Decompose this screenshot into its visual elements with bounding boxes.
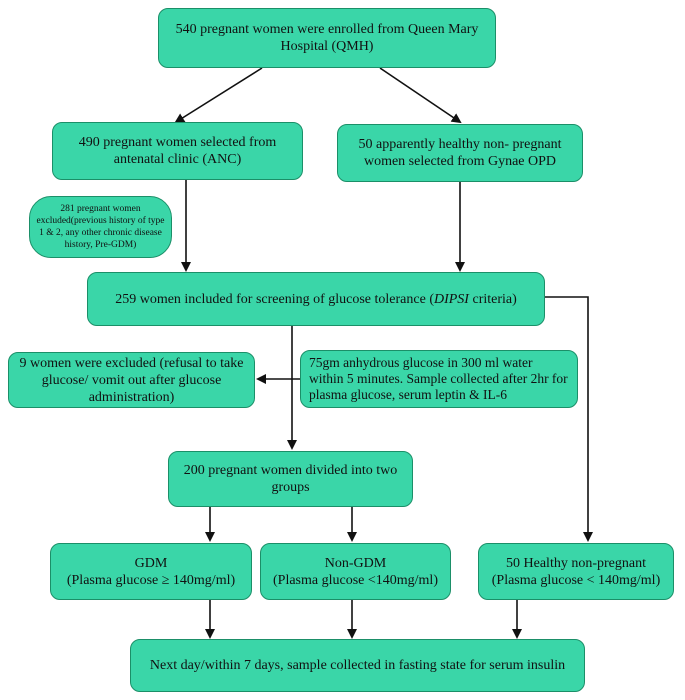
box-opd: 50 apparently healthy non- pregnant wome… — [337, 124, 583, 182]
box-gdm-sub: (Plasma glucose ≥ 140mg/ml) — [66, 572, 236, 588]
box-nongdm-title: Non-GDM — [324, 555, 387, 571]
box-divided-200: 200 pregnant women divided into two grou… — [168, 451, 413, 507]
box-healthy: 50 Healthy non-pregnant (Plasma glucose … — [478, 543, 674, 600]
box-enrolled-text: 540 pregnant women were enrolled from Qu… — [175, 22, 479, 54]
box-excluded-9-text: 9 women were excluded (refusal to take g… — [19, 355, 244, 405]
box-nongdm-sub: (Plasma glucose <140mg/ml) — [273, 572, 438, 588]
arrow-259-to-healthy — [545, 296, 593, 542]
box-ogtt: 75gm anhydrous glucose in 300 ml water w… — [300, 350, 578, 408]
arrow-enrolled-to-anc — [174, 67, 263, 124]
box-healthy-sub: (Plasma glucose < 140mg/ml) — [491, 572, 661, 588]
included-259-prefix: 259 women included for screening of gluc… — [115, 291, 434, 307]
dipsi-label: DIPSI — [433, 291, 469, 307]
box-gdm-title: GDM — [134, 555, 168, 571]
box-fasting: Next day/within 7 days, sample collected… — [130, 639, 585, 692]
box-anc-text: 490 pregnant women selected from antenat… — [78, 135, 277, 167]
box-healthy-title: 50 Healthy non-pregnant — [506, 555, 646, 571]
box-included-259: 259 women included for screening of gluc… — [87, 272, 545, 326]
box-gdm: GDM (Plasma glucose ≥ 140mg/ml) — [50, 543, 252, 600]
arrow-enrolled-to-opd — [379, 67, 462, 124]
box-anc: 490 pregnant women selected from antenat… — [52, 122, 303, 180]
box-excluded-9: 9 women were excluded (refusal to take g… — [8, 352, 255, 408]
box-fasting-text: Next day/within 7 days, sample collected… — [149, 658, 566, 673]
box-nongdm: Non-GDM (Plasma glucose <140mg/ml) — [260, 543, 451, 600]
box-enrolled: 540 pregnant women were enrolled from Qu… — [158, 8, 496, 68]
box-included-259-text: 259 women included for screening of gluc… — [115, 291, 517, 308]
box-ogtt-text: 75gm anhydrous glucose in 300 ml water w… — [309, 355, 568, 402]
box-divided-200-text: 200 pregnant women divided into two grou… — [183, 463, 398, 495]
box-excluded-281: 281 pregnant women excluded(previous his… — [29, 196, 172, 258]
box-excluded-281-text: 281 pregnant women excluded(previous his… — [36, 204, 165, 250]
included-259-suffix: criteria) — [468, 291, 517, 307]
box-opd-text: 50 apparently healthy non- pregnant wome… — [358, 137, 562, 169]
